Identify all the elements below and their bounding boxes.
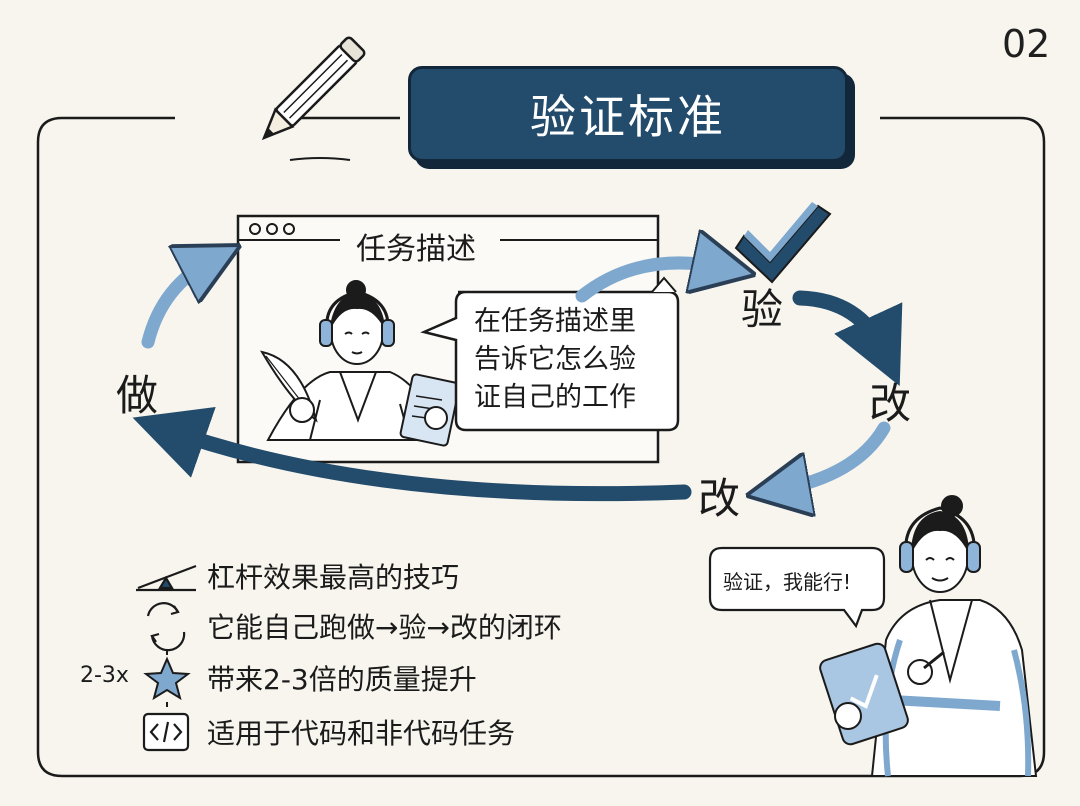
page-number: 02	[1002, 22, 1050, 66]
cycle-step-do: 做	[116, 362, 158, 423]
cycle-step-fix-right: 改	[869, 370, 911, 431]
feature-label-loop: 它能自己跑做→验→改的闭环	[207, 606, 562, 646]
feature-item-leverage: 杠杆效果最高的技巧	[137, 552, 607, 600]
quality-multiplier-label: 2-3x	[80, 663, 129, 688]
speech-line-3: 证自己的工作	[474, 379, 664, 417]
speech-bubble-text: 在任务描述里 告诉它怎么验 证自己的工作	[474, 303, 664, 417]
feature-item-loop: 它能自己跑做→验→改的闭环	[137, 602, 607, 650]
arrow-verify-to-fix	[800, 298, 884, 352]
checkmark-icon	[736, 202, 830, 282]
feature-label-scope: 适用于代码和非代码任务	[207, 712, 515, 752]
task-window-title: 任务描述	[356, 224, 476, 268]
pencil-scribble	[290, 158, 350, 160]
page-title-text: 验证标准	[530, 81, 726, 147]
cycle-step-verify: 验	[741, 276, 783, 337]
pencil-icon	[256, 36, 366, 146]
speech-line-2: 告诉它怎么验	[474, 341, 664, 379]
scholar-with-tablet	[818, 496, 1036, 776]
arrow-fix-down	[778, 428, 884, 490]
speech-line-1: 在任务描述里	[474, 303, 664, 341]
feature-label-leverage: 杠杆效果最高的技巧	[207, 556, 459, 596]
character-shout-text: 验证，我能行!	[723, 566, 851, 595]
feature-item-scope: 适用于代码和非代码任务	[137, 708, 607, 756]
feature-item-quality: 带来2-3倍的质量提升	[137, 654, 607, 702]
cycle-step-fix-bottom: 改	[698, 465, 740, 526]
arrow-do-up	[148, 260, 212, 342]
page-title: 验证标准	[408, 66, 848, 162]
feature-label-quality: 带来2-3倍的质量提升	[207, 658, 477, 698]
